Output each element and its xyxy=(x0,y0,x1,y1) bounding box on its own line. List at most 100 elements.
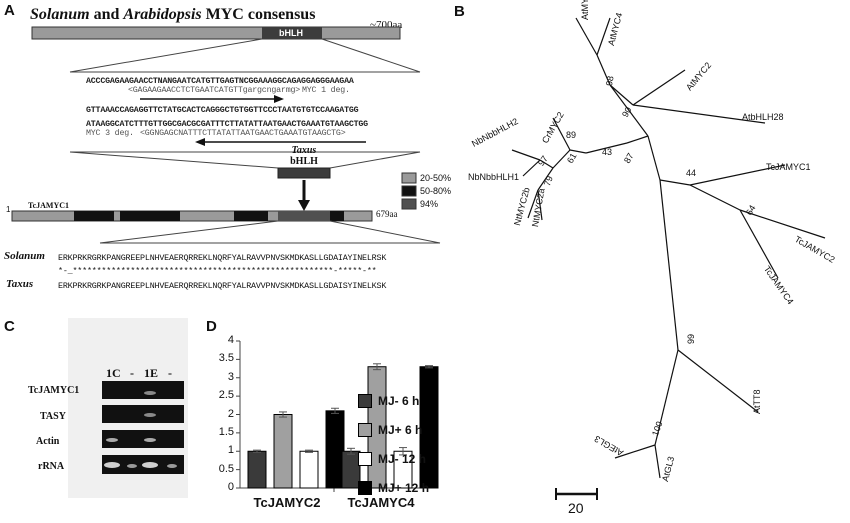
y-tick-label: 2.5 xyxy=(218,389,234,402)
branch-atbhlh28 xyxy=(632,104,766,124)
band-rrna-dash-1 xyxy=(127,464,137,468)
panel-label-a: A xyxy=(4,2,15,19)
tcjamyc1-gene-bar xyxy=(11,210,373,222)
gel-row-label-tcjamyc1: TcJAMYC1 xyxy=(28,385,80,396)
band-rrna-1c xyxy=(104,462,120,468)
band-tasy-1e xyxy=(144,413,156,417)
branch-backbone-1 xyxy=(626,135,649,144)
legend-swatch-50-80 xyxy=(401,185,417,197)
y-tick-label: 3.5 xyxy=(218,352,234,365)
tcjamyc1-conserved-block-1 xyxy=(74,211,114,221)
legend-item-mj-plus-6h: MJ+ 6 h xyxy=(358,415,429,444)
align-zoom-right xyxy=(329,220,441,244)
panel-a-graphics xyxy=(11,26,441,244)
y-tick-label: 4 xyxy=(227,334,234,346)
branch-node-61 xyxy=(552,149,571,169)
legend-swatch-mj-minus-12h xyxy=(358,451,372,466)
bootstrap-43: 43 xyxy=(602,147,613,157)
band-rrna-dash-2 xyxy=(167,464,177,468)
bootstrap-44: 44 xyxy=(686,168,697,178)
legend-text-mj-minus-12h: MJ- 12 h xyxy=(378,451,427,466)
align-zoom-left xyxy=(99,220,279,244)
legend-swatch-mj-minus-6h xyxy=(358,393,372,408)
tcjamyc1-conserved-block-4 xyxy=(330,211,344,221)
band-actin-1c xyxy=(106,438,118,442)
x-category-label-tcjamyc4: TcJAMYC4 xyxy=(347,495,415,510)
legend-text-mj-plus-6h: MJ+ 6 h xyxy=(378,422,423,437)
leaf-atbhlh28: AtbHLH28 xyxy=(742,112,784,122)
branch-nbnbbhlh2 xyxy=(511,149,541,161)
bootstrap-98: 98 xyxy=(604,75,616,87)
panel-label-c: C xyxy=(4,318,15,335)
gene-end-label: 679aa xyxy=(376,209,398,219)
legend-label-20-50: 20-50% xyxy=(420,173,452,183)
branch-backbone-2 xyxy=(647,135,661,181)
gel-row-label-tasy: TASY xyxy=(40,411,66,422)
alignment-species-taxus: Taxus xyxy=(6,278,34,290)
bootstrap-99: 99 xyxy=(686,333,696,344)
zoom-line-right xyxy=(321,38,421,73)
x-category-label-tcjamyc2: TcJAMYC2 xyxy=(253,495,321,510)
down-arrowhead xyxy=(298,200,310,211)
band-rrna-1e xyxy=(142,462,158,468)
branch-node-97 xyxy=(539,159,554,169)
title-and: and xyxy=(89,6,124,23)
y-tick-label: 0.5 xyxy=(218,462,234,475)
gel-strip-actin xyxy=(102,430,184,448)
zoom-line-left xyxy=(69,38,263,73)
converge-line-left xyxy=(69,151,279,169)
branch-node-100 xyxy=(654,349,679,446)
legend-swatch-mj-plus-12h xyxy=(358,480,372,495)
branch-atgl3 xyxy=(654,444,661,479)
band-actin-1e xyxy=(144,438,156,442)
branch-backbone-4 xyxy=(585,142,628,154)
tcjamyc1-bhlh-block xyxy=(278,211,330,221)
gel-strip-tcjamyc1 xyxy=(102,381,184,399)
title-myc-consensus: MYC consensus xyxy=(201,6,316,23)
panel-label-b: B xyxy=(454,3,465,20)
expression-bar-chart xyxy=(236,340,439,492)
title-solanum: Solanum xyxy=(30,6,90,23)
alignment-solanum-seq: ERKPRKRGRKPANGREEPLNHVEAERQRREKLNQRFYALR… xyxy=(58,253,387,263)
branch-ntmyc2a xyxy=(537,189,543,221)
lane-label-1e: 1E xyxy=(144,366,159,380)
gel-row-label-rrna: rRNA xyxy=(38,461,65,472)
chart-legend: MJ- 6 h MJ+ 6 h MJ- 12 h MJ+ 12 h xyxy=(358,386,429,502)
branch-node-99 xyxy=(659,179,679,351)
branch-nbnbbhlh1 xyxy=(522,159,541,177)
y-tick-label: 3 xyxy=(227,370,234,383)
branch-node-44 xyxy=(659,179,691,186)
alignment-species-solanum: Solanum xyxy=(4,250,45,262)
branch-node-64 xyxy=(689,184,741,211)
title-arabidopsis: Arabidopsis xyxy=(123,6,202,23)
branch-node-90 xyxy=(609,84,634,106)
taxus-bhlh-box xyxy=(277,167,331,179)
legend-label-50-80: 50-80% xyxy=(420,186,452,196)
branch-attt8 xyxy=(677,349,759,413)
primer2-label: MYC 3 deg. xyxy=(86,129,134,138)
legend-swatch-mj-plus-6h xyxy=(358,422,372,437)
gene-start-label: 1 xyxy=(6,205,11,214)
branch-tcjamyc2 xyxy=(739,209,826,239)
legend-item-mj-minus-12h: MJ- 12 h xyxy=(358,444,429,473)
tcjamyc1-conserved-block-2 xyxy=(120,211,180,221)
bar-tcjamyc2-series-3 xyxy=(325,410,345,489)
branch-atmyc4 xyxy=(596,17,611,56)
primer1-label: MYC 1 deg. xyxy=(302,86,350,95)
y-tick-label: 0 xyxy=(227,481,234,493)
branch-crmyc2 xyxy=(552,117,571,151)
leaf-tcjamyc1: TcJAMYC1 xyxy=(766,162,811,172)
primer1-sequence: <GAGAAGAACCTCTGAATCATGTTgargcngarmg> xyxy=(128,86,301,95)
gel-image xyxy=(102,381,184,474)
taxus-label: Taxus xyxy=(291,145,317,156)
identity-legend: 20-50% 50-80% 94% xyxy=(420,172,451,211)
bar-tcjamyc2-series-1 xyxy=(273,414,293,489)
branch-tcjamyc4 xyxy=(739,209,779,279)
lane-label-dash-2: - xyxy=(168,366,172,380)
tcjamyc1-conserved-block-3 xyxy=(234,211,268,221)
seq-line-2: GTTAAACCAGAGGTTCTATGCACTCAGGGCTGTGGTTCCC… xyxy=(86,106,359,115)
bootstrap-89: 89 xyxy=(566,130,577,140)
branch-atmyc3 xyxy=(575,17,598,56)
y-tick-label: 1 xyxy=(227,444,234,457)
